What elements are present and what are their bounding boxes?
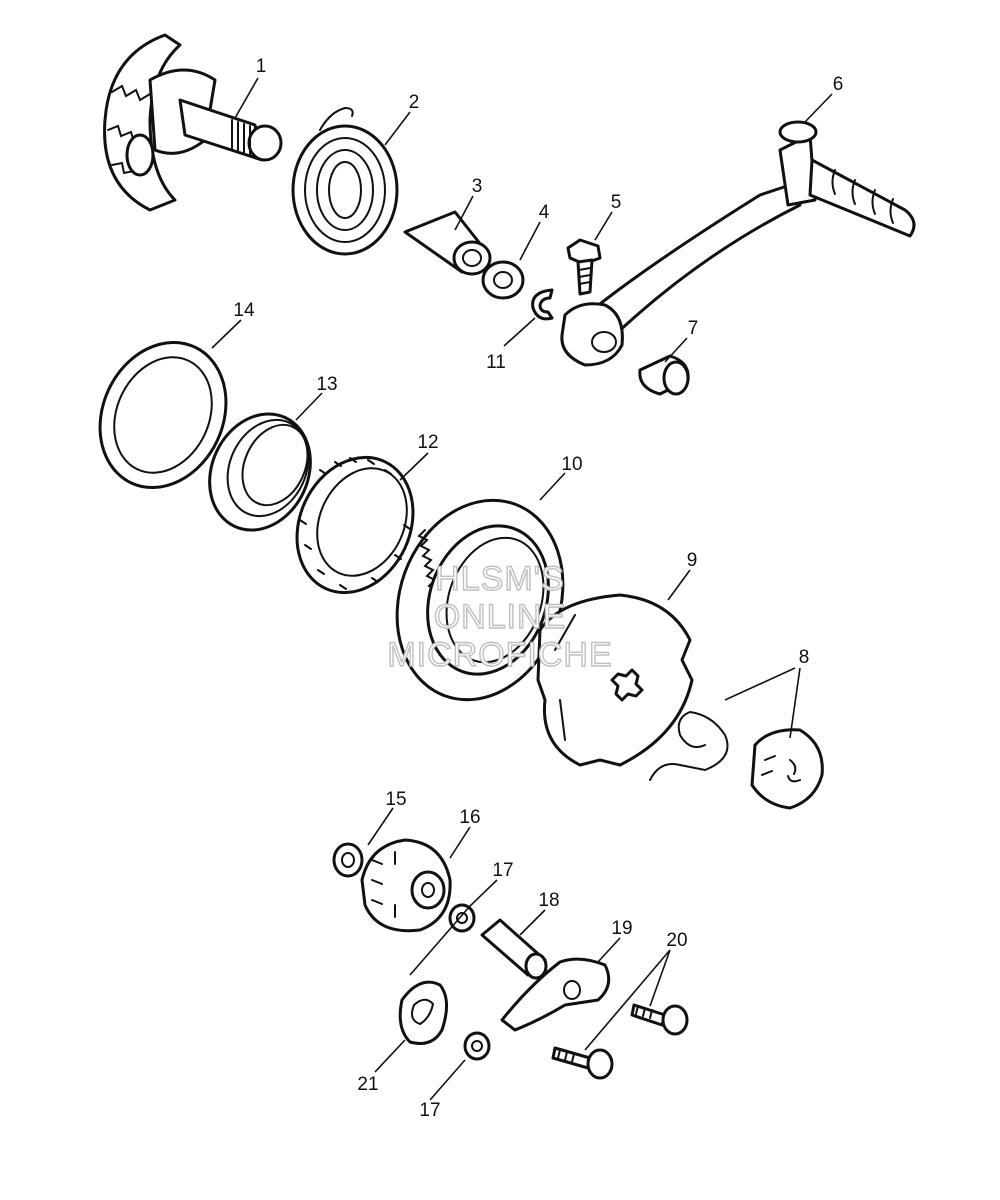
- watermark-line-1: HLSM'S: [435, 560, 565, 598]
- part-15-washer: [332, 842, 364, 878]
- callout-1: 1: [256, 56, 267, 77]
- part-20-screws: [551, 1003, 689, 1080]
- callout-10: 10: [561, 454, 582, 475]
- callout-9: 9: [687, 550, 698, 571]
- callout-12: 12: [417, 432, 438, 453]
- callout-16: 16: [459, 807, 480, 828]
- callout-11: 11: [486, 352, 506, 373]
- callout-8: 8: [799, 647, 810, 668]
- callout-5: 5: [611, 192, 622, 213]
- leader-lines: [211, 77, 833, 1101]
- callout-21: 21: [357, 1074, 378, 1095]
- callout-14: 14: [233, 300, 255, 321]
- part-16-gear: [360, 838, 452, 933]
- part-5-bolt: [566, 238, 602, 296]
- watermark-line-2: ONLINE: [434, 598, 567, 636]
- callout-2: 2: [409, 92, 420, 113]
- callout-19: 19: [611, 918, 632, 939]
- part-14-ring: [98, 340, 228, 490]
- part-6-kick-lever: [560, 120, 916, 367]
- part-11-circlip: [531, 288, 554, 321]
- watermark: HLSM'S ONLINE MICROFICHE: [387, 559, 613, 674]
- callout-4: 4: [539, 202, 550, 223]
- callout-18: 18: [538, 890, 559, 911]
- part-4-washer: [481, 260, 525, 300]
- callout-20: 20: [666, 930, 687, 951]
- callout-15: 15: [385, 789, 406, 810]
- callout-17-upper: 17: [492, 860, 513, 881]
- part-21-stopper: [398, 980, 448, 1045]
- part-3-collar: [403, 210, 492, 276]
- callout-17-lower: 17: [419, 1100, 440, 1121]
- part-18-pin: [480, 918, 548, 980]
- part-7-cap: [638, 354, 690, 396]
- part-17-washer-upper: [448, 903, 476, 933]
- part-8-clip-cap: [649, 710, 824, 810]
- part-2-spring: [291, 106, 399, 256]
- part-9-plate: [536, 593, 694, 767]
- part-17-washer-lower: [463, 1031, 491, 1061]
- part-19-plate: [500, 957, 611, 1032]
- part-10-starter-gear: [395, 498, 565, 702]
- callouts: 1 2 3 4 5 6 7 8 9 10 11 12 13 14 15 16 1…: [233, 56, 843, 1121]
- callout-7: 7: [688, 318, 699, 339]
- part-12-roller-bearing: [295, 455, 415, 595]
- part-1-kick-shaft: [103, 33, 283, 212]
- callout-3: 3: [472, 176, 483, 197]
- watermark-line-3: MICROFICHE: [387, 636, 612, 674]
- callout-6: 6: [833, 74, 844, 95]
- callout-13: 13: [316, 374, 337, 395]
- part-13-race: [208, 412, 312, 532]
